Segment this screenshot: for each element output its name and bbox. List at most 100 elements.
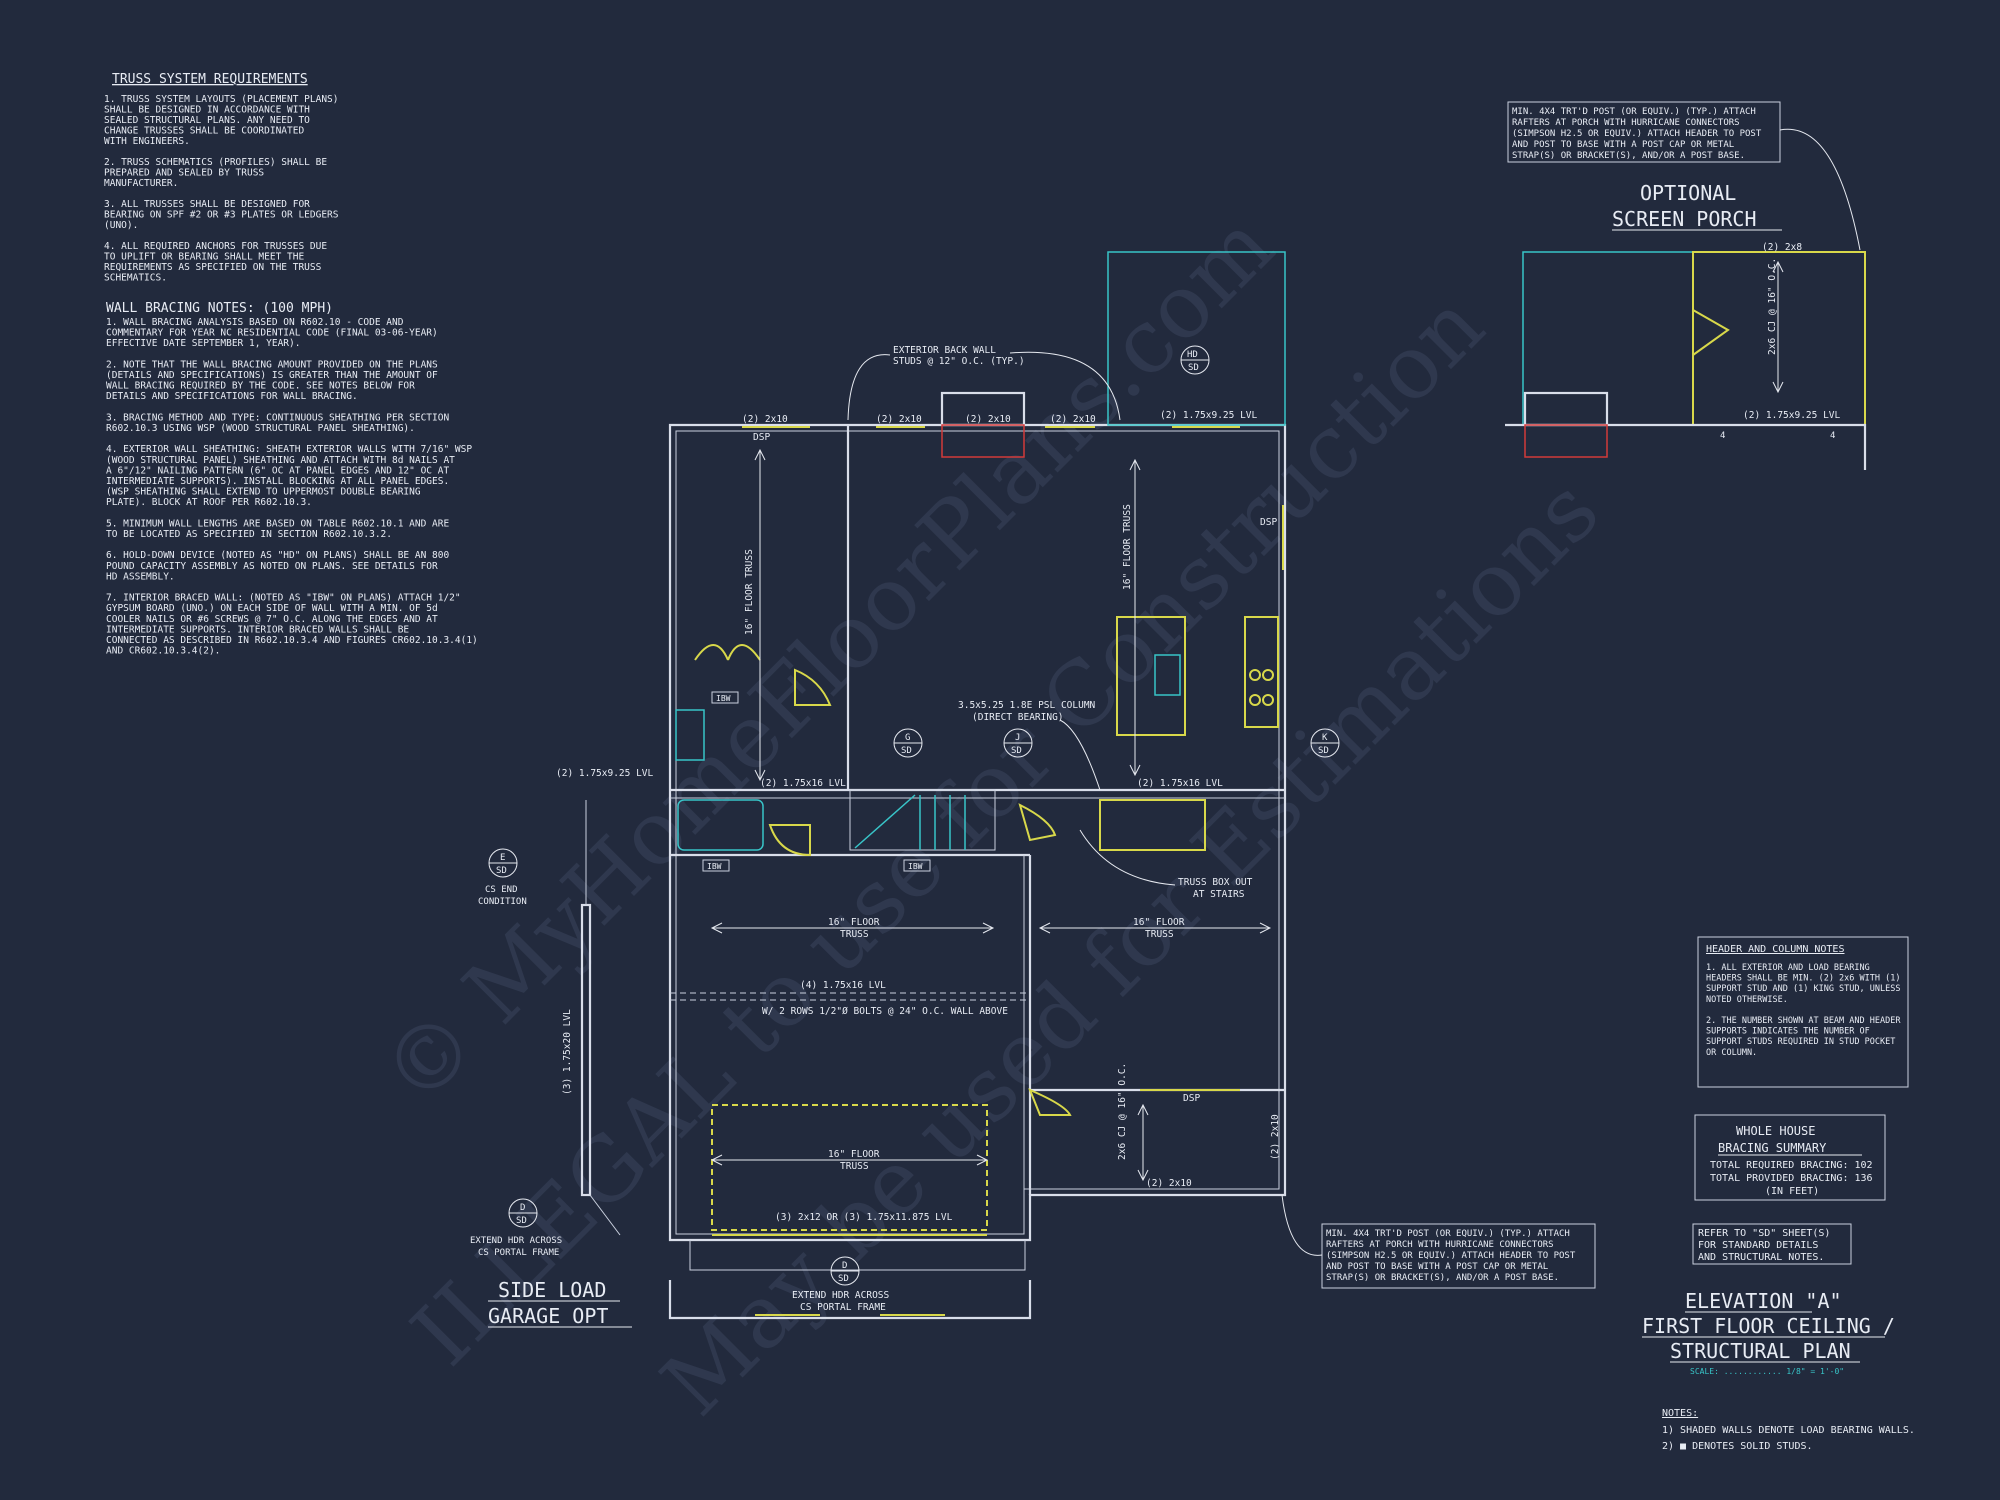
note-line bbox=[104, 231, 110, 242]
note-line: REFER TO "SD" SHEET(S) bbox=[1698, 1228, 1830, 1239]
note-line: TO UPLIFT OR BEARING SHALL MEET THE bbox=[104, 252, 304, 263]
label-header: (2) 2x10 bbox=[876, 414, 922, 425]
porch-label-top: (2) 2x8 bbox=[1762, 242, 1802, 253]
ibw-tag bbox=[702, 859, 730, 872]
label-lvl16: (2) 1.75x16 LVL bbox=[1137, 778, 1223, 789]
label-garage-header: (3) 2x12 OR (3) 1.75x11.875 LVL bbox=[775, 1212, 953, 1223]
label-column: 3.5x5.25 1.8E PSL COLUMN bbox=[958, 700, 1096, 711]
bottom-notes-line-2: 2) ■ DENOTES SOLID STUDS. bbox=[1662, 1441, 1813, 1452]
note-line: WALL BRACING REQUIRED BY THE CODE. SEE N… bbox=[106, 381, 415, 392]
label-header: (2) 2x10 bbox=[965, 414, 1011, 425]
label-floor-truss-vertical: 16" FLOOR TRUSS bbox=[744, 549, 755, 635]
note-line: HD ASSEMBLY. bbox=[106, 571, 175, 582]
note-line: 5. MINIMUM WALL LENGTHS ARE BASED ON TAB… bbox=[106, 518, 449, 529]
note-line: SUPPORT STUDS REQUIRED IN STUD POCKET bbox=[1706, 1037, 1895, 1047]
label-truss-box: TRUSS BOX OUT bbox=[1178, 877, 1253, 888]
truss-notes-body: 1. TRUSS SYSTEM LAYOUTS (PLACEMENT PLANS… bbox=[104, 94, 339, 284]
title-line-3: STRUCTURAL PLAN bbox=[1670, 1339, 1851, 1363]
note-line: (UNO). bbox=[104, 220, 138, 231]
floor-plan bbox=[580, 251, 1287, 1320]
ibw-label: IBW bbox=[716, 694, 731, 703]
label-floor-truss: 16" FLOOR bbox=[1133, 917, 1185, 928]
note-line: SUPPORTS INDICATES THE NUMBER OF bbox=[1706, 1027, 1870, 1037]
range-burner bbox=[1262, 694, 1274, 706]
porch-post-count: 4 bbox=[1830, 431, 1835, 441]
note-line: OR COLUMN. bbox=[1706, 1048, 1757, 1058]
section-tags: HD SD G SD J SD K SD E SD bbox=[488, 345, 1340, 1286]
tag-bottom: SD bbox=[1318, 746, 1329, 756]
note-line: (WOOD STRUCTURAL PANEL) SHEATHING AND AT… bbox=[106, 455, 455, 466]
door-swing bbox=[768, 824, 811, 857]
bracing-unit: (IN FEET) bbox=[1765, 1186, 1819, 1197]
porch-note-top: MIN. 4X4 TRT'D POST (OR EQUIV.) (TYP.) A… bbox=[1512, 107, 1762, 161]
label-header: (2) 2x10 bbox=[742, 414, 788, 425]
note-line: (SIMPSON H2.5 OR EQUIV.) ATTACH HEADER T… bbox=[1512, 129, 1762, 139]
truss-span-arrow bbox=[710, 922, 995, 934]
side-load-title-2: GARAGE OPT bbox=[488, 1304, 608, 1328]
range-burner bbox=[1249, 694, 1261, 706]
note-line: TO BE LOCATED AS SPECIFIED IN SECTION R6… bbox=[106, 529, 392, 540]
note-line: SCHEMATICS. bbox=[104, 273, 167, 284]
note-line: PLATE). BLOCK AT ROOF PER R602.10.3. bbox=[106, 497, 312, 508]
note-line: EFFECTIVE DATE SEPTEMBER 1, YEAR). bbox=[106, 338, 300, 349]
tag-bottom: SD bbox=[516, 1216, 527, 1226]
header-notes-title: HEADER AND COLUMN NOTES bbox=[1706, 944, 1844, 955]
porch-screen-outline bbox=[1692, 251, 1866, 426]
note-line: MANUFACTURER. bbox=[104, 178, 178, 189]
note-line: BEARING ON SPF #2 OR #3 PLATES OR LEDGER… bbox=[104, 210, 339, 221]
truss-span-arrow bbox=[710, 1154, 989, 1166]
note-line bbox=[106, 508, 112, 519]
label-truss-box-2: AT STAIRS bbox=[1193, 889, 1245, 900]
note-line: CHANGE TRUSSES SHALL BE COORDINATED bbox=[104, 126, 304, 137]
note-line: 6. HOLD-DOWN DEVICE (NOTED AS "HD" ON PL… bbox=[106, 550, 449, 561]
note-line: 2. TRUSS SCHEMATICS (PROFILES) SHALL BE bbox=[104, 157, 327, 168]
note-line: RAFTERS AT PORCH WITH HURRICANE CONNECTO… bbox=[1326, 1240, 1554, 1250]
laundry-cabinets bbox=[1099, 799, 1206, 851]
fireplace-hearth bbox=[941, 424, 1025, 458]
door-swing bbox=[1018, 803, 1057, 842]
note-line: (DETAILS AND SPECIFICATIONS) IS GREATER … bbox=[106, 370, 438, 381]
tag-top: HD bbox=[1187, 350, 1198, 360]
note-line: MIN. 4X4 TRT'D POST (OR EQUIV.) (TYP.) A… bbox=[1326, 1229, 1570, 1239]
side-load-title-1: SIDE LOAD bbox=[498, 1278, 606, 1302]
header-notes-box bbox=[1697, 936, 1909, 1088]
label-header-lvl: (2) 1.75x9.25 LVL bbox=[1160, 410, 1258, 421]
tag-bottom: SD bbox=[838, 1274, 849, 1284]
note-line: PREPARED AND SEALED BY TRUSS bbox=[104, 168, 264, 179]
note-line: SEALED STRUCTURAL PLANS. ANY NEED TO bbox=[104, 115, 310, 126]
vanity bbox=[675, 709, 705, 761]
label-beam4: (4) 1.75x16 LVL bbox=[800, 980, 886, 991]
note-line: 2. NOTE THAT THE WALL BRACING AMOUNT PRO… bbox=[106, 359, 438, 370]
leader-line bbox=[1779, 128, 1861, 251]
bathtub bbox=[677, 799, 764, 851]
note-line: AND CR602.10.3.4(2). bbox=[106, 646, 220, 657]
plan-labels: EXTERIOR BACK WALL STUDS @ 12" O.C. (TYP… bbox=[556, 345, 1281, 1313]
note-line: COOLER NAILS OR #6 SCREWS @ 7" O.C. ALON… bbox=[106, 614, 438, 625]
tag-top: E bbox=[500, 853, 505, 863]
bottom-notes: NOTES: 1) SHADED WALLS DENOTE LOAD BEARI… bbox=[1662, 1408, 1915, 1452]
ibw-tag bbox=[711, 691, 739, 704]
note-line: POUND CAPACITY ASSEMBLY AS NOTED ON PLAN… bbox=[106, 561, 438, 572]
note-line bbox=[106, 582, 112, 593]
label-floor-truss: 16" FLOOR bbox=[828, 917, 880, 928]
door-swing bbox=[794, 668, 832, 706]
leader-line bbox=[1009, 351, 1121, 421]
side-load-beam-label: (3) 1.75x20 LVL bbox=[562, 1009, 573, 1095]
title-line-1: ELEVATION "A" bbox=[1685, 1289, 1842, 1313]
section-tag-e: E SD bbox=[488, 848, 518, 878]
label-cj: 2x6 CJ @ 16" O.C. bbox=[1117, 1063, 1128, 1160]
note-line: A 6"/12" NAILING PATTERN (6" OC AT PANEL… bbox=[106, 465, 449, 476]
range-burner bbox=[1262, 669, 1274, 681]
screen-porch-title-1: OPTIONAL bbox=[1640, 181, 1736, 205]
label-extend-hdr: EXTEND HDR ACROSS bbox=[792, 1290, 890, 1301]
door-swing bbox=[1028, 1088, 1072, 1116]
note-line: WITH ENGINEERS. bbox=[104, 136, 190, 147]
tag-bottom: SD bbox=[1011, 746, 1022, 756]
porch-fireplace-hearth bbox=[1524, 424, 1608, 458]
porch-note-bottom-box bbox=[1321, 1223, 1596, 1289]
label-lvl-left: (2) 1.75x9.25 LVL bbox=[556, 768, 654, 779]
note-line: AND POST TO BASE WITH A POST CAP OR META… bbox=[1326, 1262, 1548, 1272]
truss-span-arrow bbox=[1129, 458, 1141, 777]
